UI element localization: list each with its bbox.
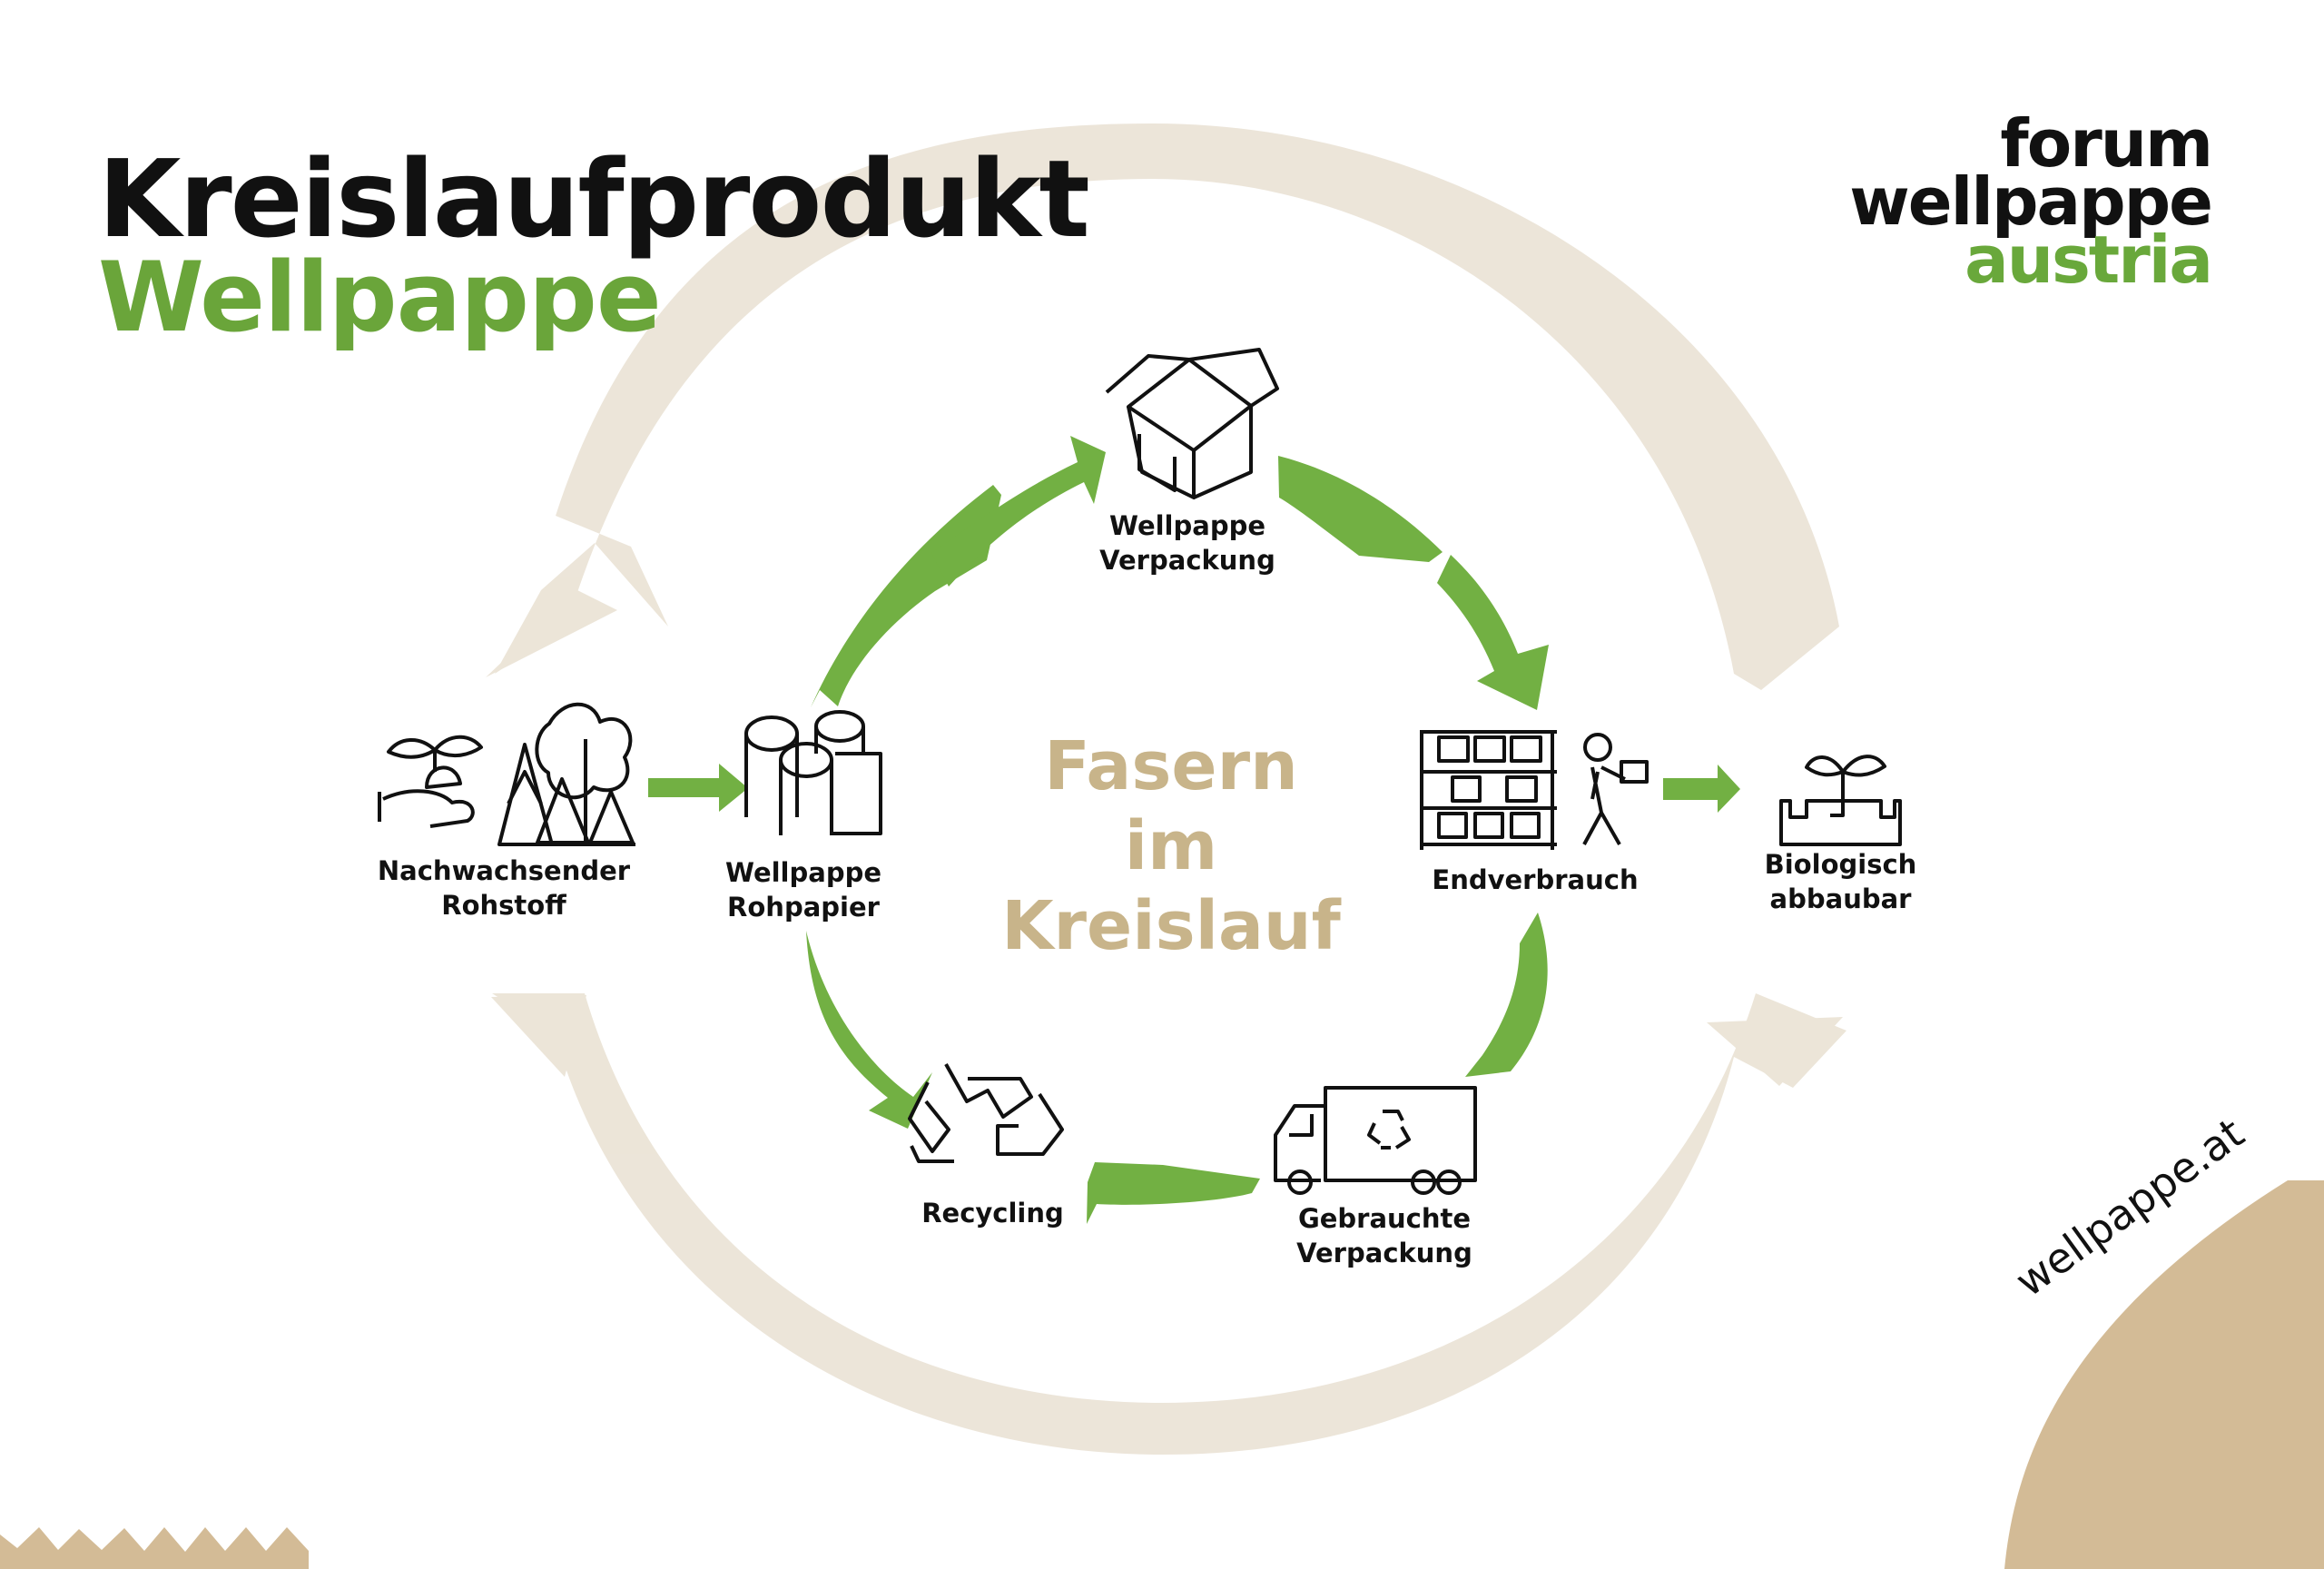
- forest-icon: [497, 702, 635, 846]
- beige-circular-arrows: [486, 123, 1846, 1455]
- pallet-plant-icon: [1779, 755, 1902, 846]
- truck-icon: [1274, 1086, 1477, 1195]
- center-text: Fasern im Kreislauf: [944, 726, 1398, 966]
- logo-line2: wellpappe: [1849, 163, 2213, 240]
- center-line1: Fasern: [1044, 727, 1298, 805]
- biodegradable-label: Biologisch abbaubar: [1764, 849, 1917, 914]
- shelf-worker-icon: [1420, 730, 1649, 850]
- paper-roll-icon: [744, 710, 882, 835]
- hand-plant-icon: [378, 735, 483, 828]
- open-box-icon: [1105, 348, 1279, 499]
- packaging-label: Wellpappe Verpackung: [1099, 510, 1275, 576]
- used-packaging-label: Gebrauchte Verpackung: [1296, 1203, 1472, 1268]
- title-line1: Kreislaufprodukt: [98, 136, 1090, 262]
- renewable-label: Nachwachsender Rohstoff: [377, 855, 631, 921]
- green-cycle-arrows: [648, 436, 1740, 1224]
- title-line2: Wellpappe: [98, 242, 662, 353]
- logo-line3: austria: [1965, 222, 2213, 298]
- recycling-label: Recycling: [921, 1198, 1064, 1229]
- consumption-label: Endverbrauch: [1432, 864, 1639, 895]
- recycling-icon: [908, 1063, 1064, 1163]
- icons: [378, 348, 1902, 1195]
- cardboard-corner-decoration: [0, 1180, 2324, 1569]
- logo-line1: forum: [2000, 105, 2213, 182]
- raw-paper-label: Wellpappe Rohpapier: [724, 857, 882, 923]
- center-line2: im Kreislauf: [1001, 807, 1341, 965]
- logo: forum wellpappe austria: [1849, 105, 2213, 298]
